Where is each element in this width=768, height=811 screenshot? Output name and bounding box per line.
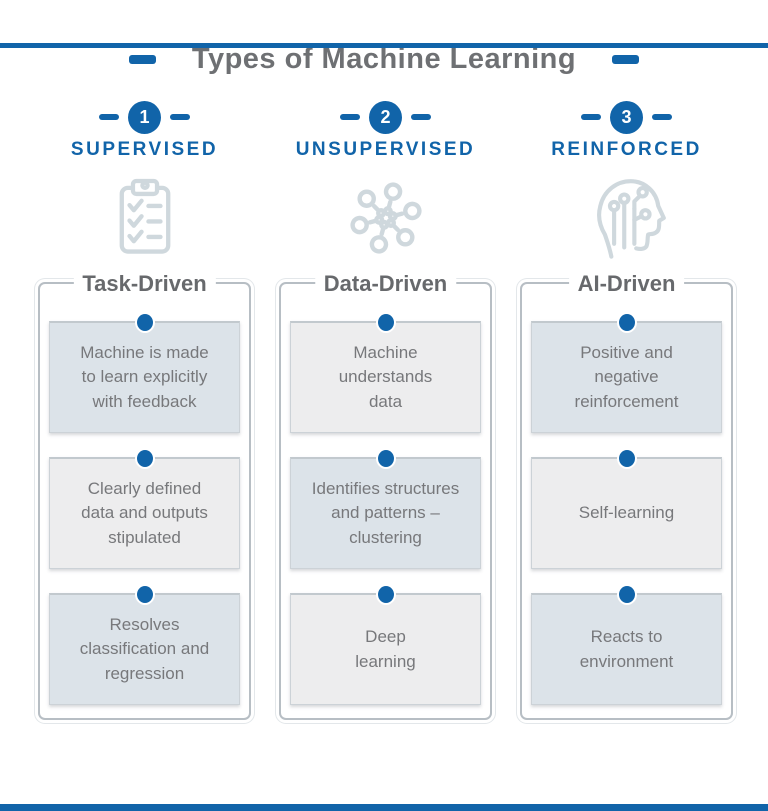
checklist-clipboard-icon bbox=[102, 170, 188, 266]
columns-container: 1 SUPERVISED Task-Driven Machine is made… bbox=[0, 100, 768, 720]
number-left-dash bbox=[581, 114, 601, 120]
column-reinforced: 3 REINFORCED AI-Driven Positive and nega… bbox=[520, 100, 733, 720]
number-right-dash bbox=[652, 114, 672, 120]
number-right-dash bbox=[170, 114, 190, 120]
card: Machine understands data bbox=[290, 313, 481, 433]
column-title: REINFORCED bbox=[551, 139, 702, 160]
connector-dot bbox=[136, 585, 153, 603]
bracket-task-driven: Task-Driven Machine is made to learn exp… bbox=[38, 271, 251, 720]
bracket-ai-driven: AI-Driven Positive and negative reinforc… bbox=[520, 271, 733, 720]
card: Clearly defined data and outputs stipula… bbox=[49, 449, 240, 569]
column-title: SUPERVISED bbox=[70, 139, 219, 160]
bracket-label: AI-Driven bbox=[568, 271, 685, 297]
number-row: 3 bbox=[581, 100, 672, 134]
column-unsupervised: 2 UNSUPERVISED bbox=[279, 100, 492, 720]
number-right-dash bbox=[411, 114, 431, 120]
connector-dot bbox=[136, 313, 153, 331]
card: Machine is made to learn explicitly with… bbox=[49, 313, 240, 433]
number-left-dash bbox=[99, 114, 119, 120]
card-text: Clearly defined data and outputs stipula… bbox=[81, 478, 208, 547]
number-badge: 1 bbox=[128, 100, 161, 134]
card-text: Machine is made to learn explicitly with… bbox=[80, 342, 209, 411]
top-border-bar bbox=[0, 43, 768, 48]
number-badge: 2 bbox=[369, 100, 402, 134]
number-badge: 3 bbox=[610, 100, 643, 134]
connector-dot bbox=[618, 585, 635, 603]
card-text: Deep learning bbox=[355, 626, 416, 671]
column-title: UNSUPERVISED bbox=[295, 139, 476, 160]
bracket-data-driven: Data-Driven Machine understands data Ide… bbox=[279, 271, 492, 720]
bracket-label: Data-Driven bbox=[314, 271, 457, 297]
number-row: 1 bbox=[99, 100, 190, 134]
title-row: Types of Machine Learning bbox=[0, 43, 768, 76]
card-text: Self-learning bbox=[578, 503, 675, 523]
card: Resolves classification and regression bbox=[49, 585, 240, 705]
card: Self-learning bbox=[531, 449, 722, 569]
number-left-dash bbox=[340, 114, 360, 120]
card-text: Reacts to environment bbox=[579, 626, 674, 671]
card-text: Machine understands data bbox=[338, 342, 433, 411]
title-right-dash bbox=[612, 55, 640, 64]
connector-dot bbox=[136, 449, 153, 467]
connector-dot bbox=[377, 313, 394, 331]
card: Identifies structures and patterns – clu… bbox=[290, 449, 481, 569]
card-text: Positive and negative reinforcement bbox=[574, 342, 679, 411]
number-row: 2 bbox=[340, 100, 431, 134]
page-title: Types of Machine Learning bbox=[191, 43, 577, 75]
card-text: Resolves classification and regression bbox=[79, 614, 210, 683]
card: Deep learning bbox=[290, 585, 481, 705]
title-left-dash bbox=[128, 55, 156, 64]
bottom-border-bar bbox=[0, 804, 768, 811]
connector-dot bbox=[377, 449, 394, 467]
card: Positive and negative reinforcement bbox=[531, 313, 722, 433]
connector-dot bbox=[618, 313, 635, 331]
bracket-label: Task-Driven bbox=[73, 271, 216, 297]
connector-dot bbox=[377, 585, 394, 603]
connector-dot bbox=[618, 449, 635, 467]
ai-head-circuit-icon bbox=[581, 170, 673, 266]
card-text: Identifies structures and patterns – clu… bbox=[311, 478, 460, 547]
cluster-nodes-icon bbox=[342, 170, 430, 266]
column-supervised: 1 SUPERVISED Task-Driven Machine is made… bbox=[38, 100, 251, 720]
card: Reacts to environment bbox=[531, 585, 722, 705]
